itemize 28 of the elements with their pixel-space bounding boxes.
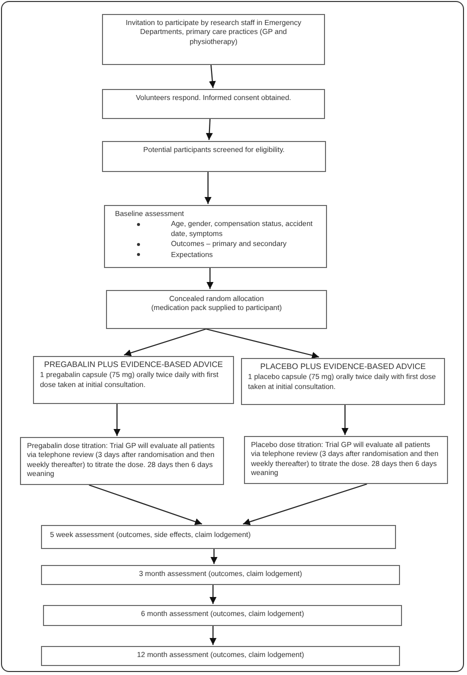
process-box xyxy=(20,437,224,485)
process-box xyxy=(244,436,448,484)
process-box xyxy=(41,565,400,585)
process-box xyxy=(104,205,327,268)
arrow xyxy=(206,328,320,359)
arrow xyxy=(208,64,216,88)
arrow xyxy=(342,405,348,435)
process-box xyxy=(102,141,326,172)
process-box xyxy=(102,89,325,119)
arrow xyxy=(242,483,368,526)
process-box xyxy=(43,605,402,626)
process-box xyxy=(102,14,325,65)
arrow xyxy=(124,328,206,356)
process-box xyxy=(106,290,327,329)
arrow xyxy=(210,549,218,564)
arrow xyxy=(210,585,216,604)
box-heading: PLACEBO PLUS EVIDENCE-BASED ADVICE xyxy=(259,362,427,372)
process-box xyxy=(41,646,400,666)
treatment-box xyxy=(33,356,234,404)
arrow xyxy=(88,484,202,526)
arrow xyxy=(114,404,120,436)
arrow xyxy=(204,172,212,204)
arrow xyxy=(206,268,214,289)
arrow xyxy=(210,626,216,645)
process-box xyxy=(41,525,396,549)
treatment-box xyxy=(241,358,445,405)
arrow xyxy=(206,118,213,140)
box-heading: PREGABALIN PLUS EVIDENCE-BASED ADVICE xyxy=(43,360,224,370)
